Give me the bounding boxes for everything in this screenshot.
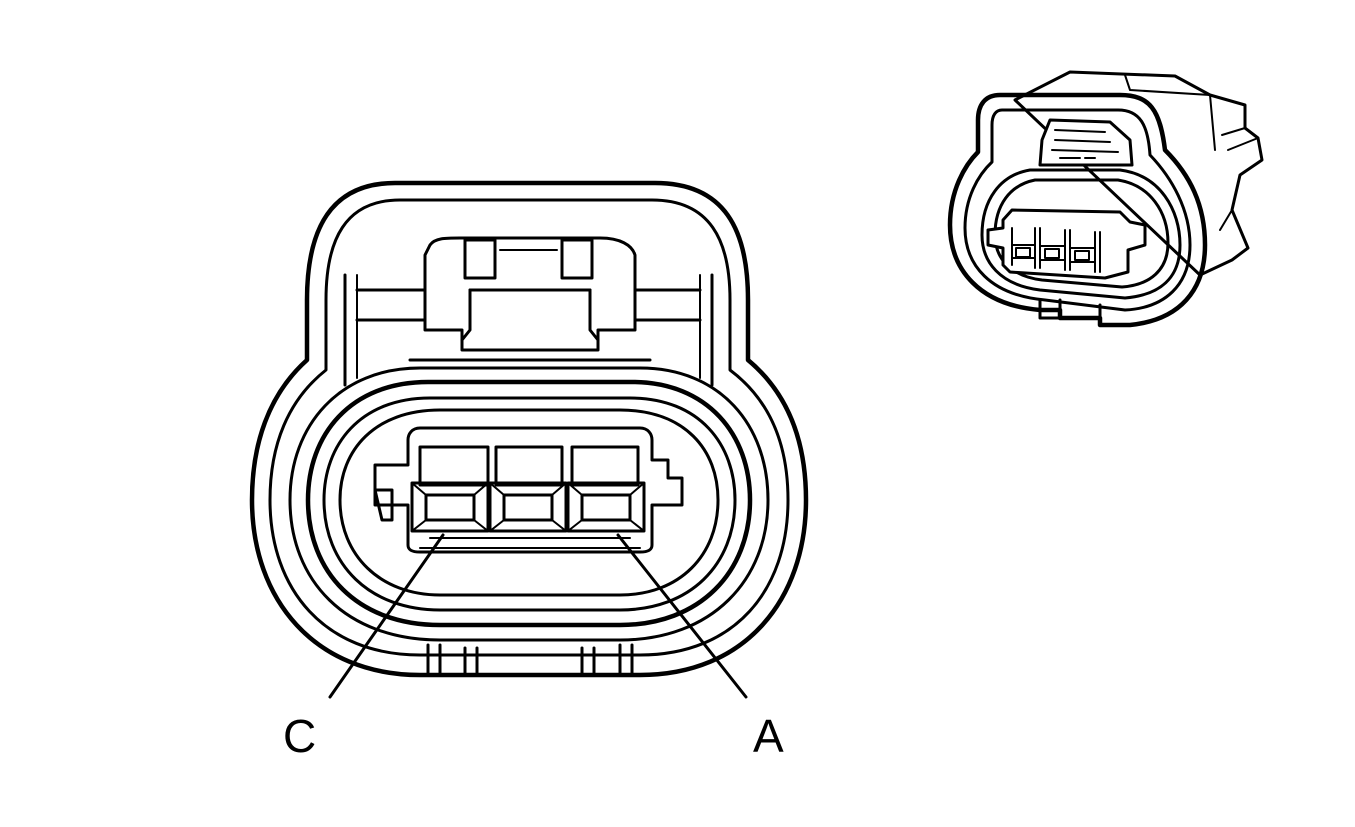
perspective-bottom-tab: [1038, 298, 1102, 327]
perspective-terminal-block: [986, 208, 1147, 280]
locking-tab-notch-right: [560, 238, 594, 280]
perspective-seal-outer: [980, 168, 1182, 300]
pin-cavity-c: [410, 445, 490, 533]
perspective-latch-detail: [1051, 129, 1119, 159]
locking-tab-ramp: [460, 288, 600, 342]
perspective-pin-c: [1015, 247, 1031, 258]
perspective-pin-a: [1074, 250, 1090, 261]
seal-ring-innermost: [338, 408, 720, 597]
connector-perspective-view: [947, 70, 1264, 328]
perspective-rear-ribs: [1124, 74, 1259, 231]
seal-ring-middle: [305, 379, 753, 628]
pin-cavity-a: [566, 445, 646, 533]
housing-bottom-ribs: [426, 643, 634, 677]
locking-tab: [423, 236, 637, 352]
seal-ring-inner: [322, 396, 737, 612]
pin-label-a: A: [753, 710, 784, 762]
perspective-front-inner: [963, 108, 1192, 312]
pin-label-c: C: [283, 710, 316, 762]
perspective-pin-b: [1044, 248, 1060, 259]
seal-ring-outer: [288, 366, 770, 642]
housing-outer-outline: [249, 180, 809, 678]
callout-line-c: [328, 533, 445, 699]
pin-cavity-b: [488, 445, 568, 533]
callout-line-a: [616, 533, 748, 699]
locking-tab-notch-left: [463, 238, 497, 280]
housing-inner-outline: [268, 198, 790, 657]
connector-front-view: C A: [249, 180, 809, 762]
perspective-seal-inner: [993, 178, 1170, 289]
carrier-left-ear: [373, 488, 394, 522]
